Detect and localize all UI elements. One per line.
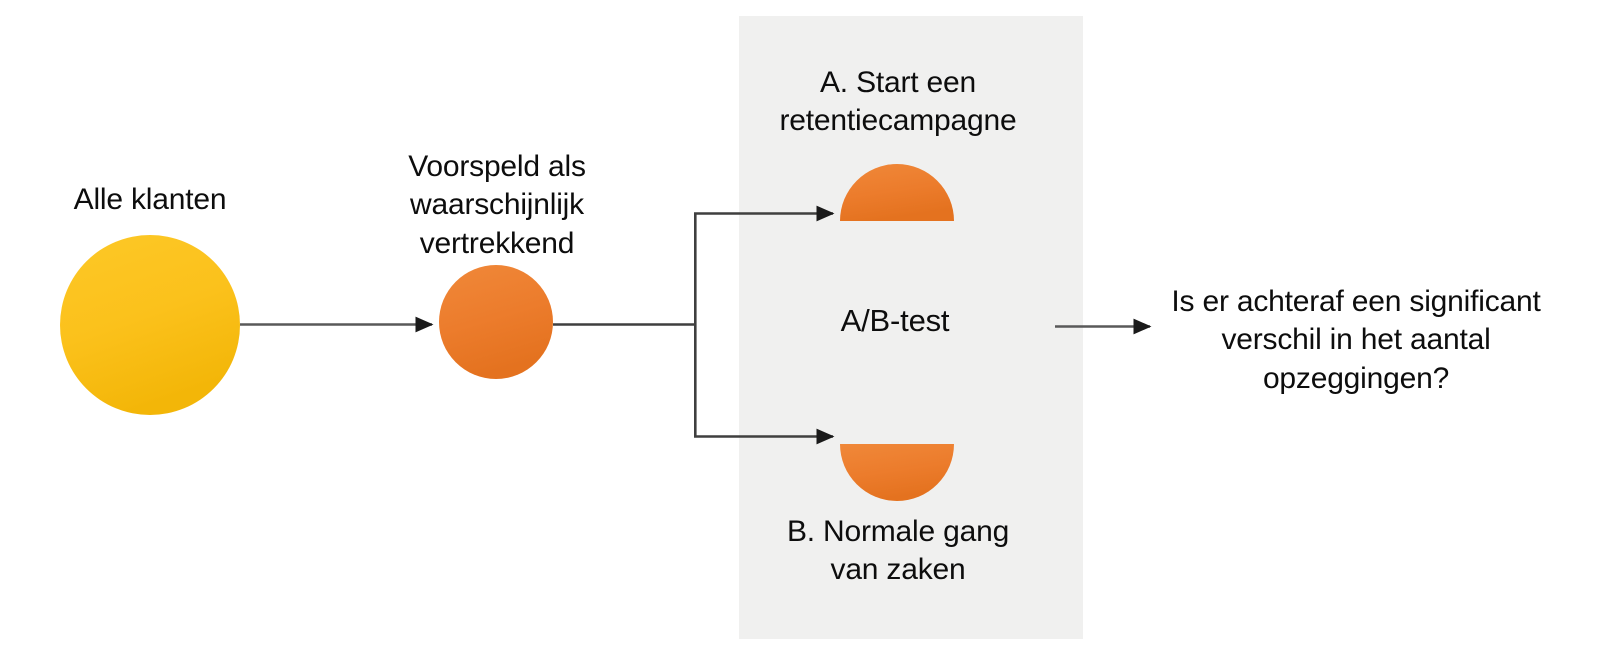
node-option-b[interactable] (840, 444, 954, 501)
ab-test-panel (739, 16, 1083, 639)
node-label-option-b: B. Normale gang van zaken (786, 515, 1010, 587)
node-predicted-churn[interactable] (439, 265, 553, 379)
node-option-a[interactable] (840, 164, 954, 221)
annotation-outcome-question: Is er achteraf een significant verschil … (1171, 285, 1541, 395)
node-all-customers[interactable] (60, 235, 240, 415)
node-label-predicted-churn: Voorspeld als waarschijnlijk vertrekkend (408, 150, 586, 260)
node-label-option-a: A. Start een retentiecampagne (779, 66, 1017, 138)
annotation-ab-test: A/B-test (840, 303, 950, 338)
split-predicted-to-options (553, 205, 835, 445)
node-label-all-customers: Alle klanten (73, 183, 227, 216)
